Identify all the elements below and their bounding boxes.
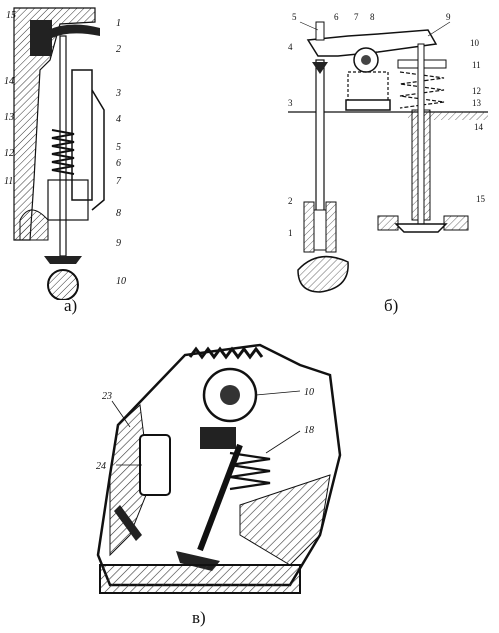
valve-spring-b [399,71,445,109]
label-a-1: 1 [116,18,121,29]
rocker-arm-b [306,29,438,57]
label-b-5: 5 [292,12,297,22]
injector-c [139,434,171,496]
label-b-8: 8 [370,12,375,22]
valve-seat-right-b [443,215,469,231]
push-rod-b [315,59,325,221]
port-hatch-c [239,474,331,566]
caption-c: в) [192,608,206,627]
leader-b-5 [299,21,319,31]
valve-seat-left-b [377,215,399,231]
label-c-23: 23 [102,391,112,402]
caption-b: б) [384,296,399,315]
valve-spring-c [229,451,271,491]
label-b-6: 6 [334,12,339,22]
figure-c-drawing: 23 10 18 24 [96,343,342,594]
outer-wall-a [91,89,105,211]
label-a-11: 11 [4,176,13,187]
base-c [99,564,301,594]
label-b-12: 12 [472,86,481,96]
label-a-7: 7 [116,176,122,187]
label-b-2: 2 [288,196,293,206]
camshaft-core-c [220,385,240,405]
label-b-3: 3 [288,98,293,108]
leader-c-23 [111,400,131,428]
label-a-9: 9 [116,238,121,249]
label-a-6: 6 [116,158,121,169]
leader-c-18 [265,430,301,454]
label-c-18: 18 [304,425,314,436]
tappet-guide-left-b [303,201,315,253]
spring-a [51,129,75,175]
label-b-7: 7 [354,12,359,22]
head-casting-a [13,7,96,241]
label-a-15: 15 [6,10,16,21]
label-a-13: 13 [4,112,14,123]
guide-sleeve-a [71,69,93,201]
label-b-13: 13 [472,98,482,108]
valve-head-b [394,223,448,233]
label-a-10: 10 [116,276,126,287]
tappet-b [313,209,327,251]
tappet-c [200,427,236,449]
rocker-cap-a [48,24,100,38]
label-a-3: 3 [115,88,121,99]
rocker-stand-b [347,71,389,103]
valve-stem-a [59,35,67,257]
cover-block-a [30,20,52,56]
camshaft-b [297,255,349,293]
label-b-10: 10 [470,38,480,48]
label-a-14: 14 [4,76,14,87]
label-a-2: 2 [116,44,121,55]
leader-b-9 [427,21,451,37]
figure-a-drawing: 15 1 2 14 3 13 4 12 5 6 11 7 8 9 10 [4,7,126,300]
label-b-15: 15 [476,194,486,204]
lower-block-a [47,179,89,221]
tappet-guide-right-b [325,201,337,253]
rocker-base-b [345,99,391,111]
label-b-14: 14 [474,122,484,132]
label-a-4: 4 [116,114,121,125]
valve-stem-b [417,43,425,225]
cover-rim-c [188,346,264,360]
leader-c-10 [255,390,301,396]
valve-stem-c [197,443,243,552]
pushrod-cup-b [312,62,328,74]
adjust-screw-b [315,21,325,41]
base-casting-a [19,209,49,241]
label-a-5: 5 [116,142,121,153]
camshaft-a [47,269,79,300]
rocker-shaft-core-b [361,55,371,65]
head-hatch-b [408,112,488,120]
label-b-4: 4 [288,42,293,52]
label-c-24: 24 [96,461,106,472]
label-b-9: 9 [446,12,451,22]
label-a-12: 12 [4,148,14,159]
label-c-10: 10 [304,387,314,398]
label-a-8: 8 [116,208,121,219]
valve-head-a [44,256,82,264]
figure-b-drawing: 5 6 7 8 9 4 10 11 12 3 13 14 2 15 1 [288,12,488,293]
label-b-11: 11 [472,60,481,70]
label-b-1: 1 [288,228,293,238]
spark-plug-c [114,505,142,541]
caption-a: а) [64,296,78,315]
